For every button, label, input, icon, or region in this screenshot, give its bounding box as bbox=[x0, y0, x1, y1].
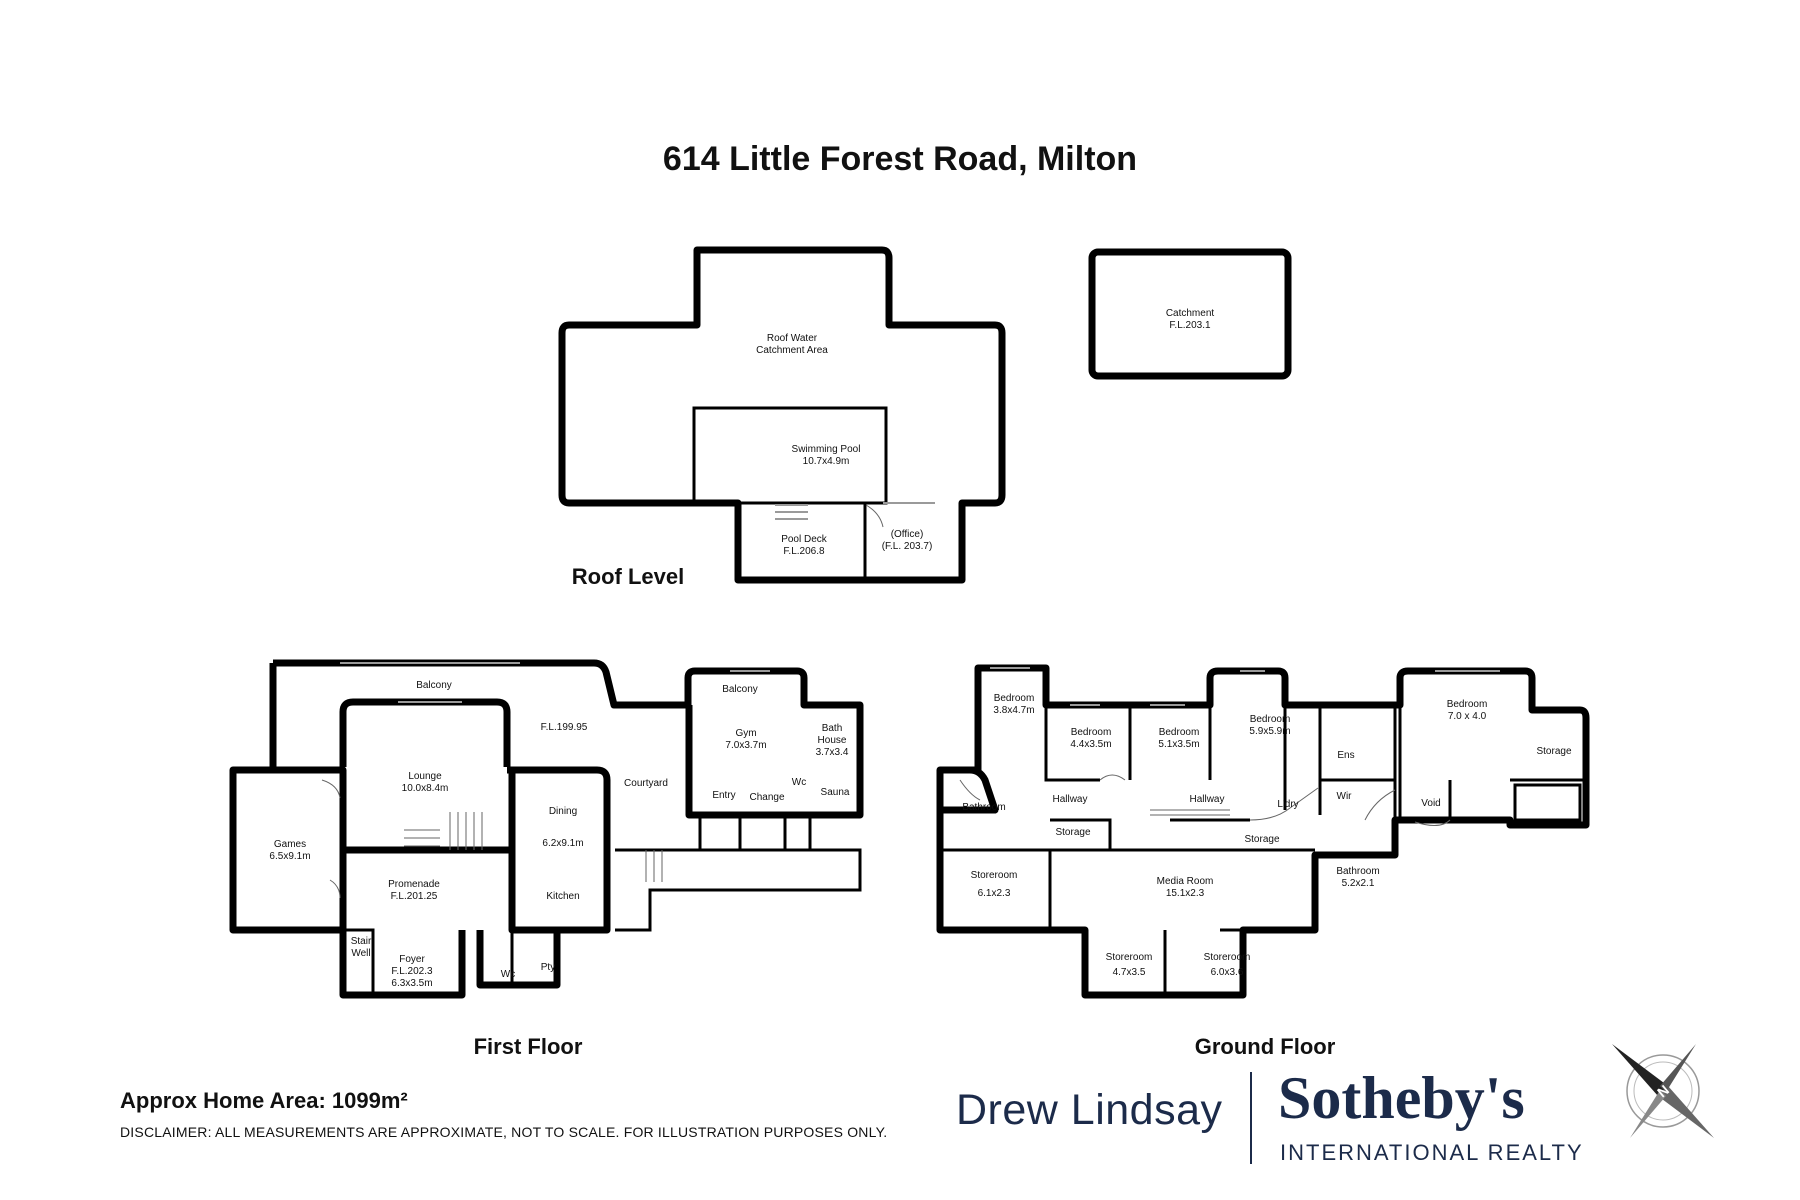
room-label: Bedroom bbox=[1447, 699, 1488, 710]
room-label: Catchment bbox=[1166, 308, 1215, 319]
room-label: Courtyard bbox=[624, 778, 668, 789]
roof-level-label: Roof Level bbox=[572, 564, 684, 589]
room-detail: (F.L. 203.7) bbox=[882, 541, 933, 552]
room-detail: 7.0x3.7m bbox=[725, 740, 766, 751]
room-label: (Office) bbox=[891, 529, 924, 540]
room-label: Wir bbox=[1337, 791, 1353, 802]
room-detail: 6.2x9.1m bbox=[542, 838, 583, 849]
room-label: Storage bbox=[1244, 834, 1279, 845]
first-floor-plan bbox=[229, 659, 864, 999]
room-label: Pool Deck bbox=[781, 534, 828, 545]
compass-rose-icon: N bbox=[1612, 1044, 1714, 1138]
room-label: F.L.199.95 bbox=[541, 722, 588, 733]
room-label: Bedroom bbox=[1071, 727, 1112, 738]
ground-floor-label: Ground Floor bbox=[1195, 1034, 1336, 1059]
brand-divider bbox=[1250, 1072, 1252, 1164]
first-floor-label: First Floor bbox=[474, 1034, 583, 1059]
room-label: Bedroom bbox=[1159, 727, 1200, 738]
brand-subtitle: INTERNATIONAL REALTY bbox=[1280, 1140, 1584, 1165]
roof-room-labels: Roof Water Catchment Area Swimming Pool … bbox=[572, 308, 1215, 589]
room-label: Bedroom bbox=[994, 693, 1035, 704]
room-detail: F.L.201.25 bbox=[391, 891, 438, 902]
room-label: Balcony bbox=[416, 680, 452, 691]
room-label: Gym bbox=[735, 728, 756, 739]
room-label: Wc bbox=[501, 969, 515, 980]
room-detail: 10.0x8.4m bbox=[402, 783, 449, 794]
room-label: Kitchen bbox=[546, 891, 579, 902]
room-detail: Well bbox=[351, 948, 370, 959]
room-label: Storage bbox=[1055, 827, 1090, 838]
room-detail: 4.4x3.5m bbox=[1070, 739, 1111, 750]
room-label: Foyer bbox=[399, 954, 425, 965]
room-detail: F.L.206.8 bbox=[783, 546, 825, 557]
room-label: Swimming Pool bbox=[792, 444, 861, 455]
room-label: Bathroom bbox=[962, 802, 1005, 813]
first-floor-room-labels: Balcony F.L.199.95 Balcony Lounge 10.0x8… bbox=[269, 680, 849, 1059]
room-label: Storeroom bbox=[1204, 952, 1251, 963]
room-label: Lounge bbox=[408, 771, 442, 782]
room-detail: F.L.202.3 bbox=[391, 966, 433, 977]
room-label: Void bbox=[1421, 798, 1440, 809]
room-label: Games bbox=[274, 839, 306, 850]
room-label: Media Room bbox=[1157, 876, 1214, 887]
page-title: 614 Little Forest Road, Milton bbox=[662, 140, 1138, 178]
room-detail: 4.7x3.5 bbox=[1113, 967, 1146, 978]
home-area: Approx Home Area: 1099m² bbox=[120, 1088, 408, 1113]
disclaimer: DISCLAIMER: ALL MEASUREMENTS ARE APPROXI… bbox=[120, 1124, 888, 1140]
room-label: Hallway bbox=[1189, 794, 1224, 805]
room-detail: 5.1x3.5m bbox=[1158, 739, 1199, 750]
room-label: Change bbox=[749, 792, 784, 803]
ground-floor-plan bbox=[936, 664, 1590, 999]
room-detail: 5.2x2.1 bbox=[1342, 878, 1375, 889]
room-detail: 7.0 x 4.0 bbox=[1448, 711, 1487, 722]
room-label: Storeroom bbox=[971, 870, 1018, 881]
room-label: Dining bbox=[549, 806, 577, 817]
room-label: Bath bbox=[822, 723, 843, 734]
room-detail: F.L.203.1 bbox=[1169, 320, 1211, 331]
ground-floor-room-labels: Bedroom 3.8x4.7m Bedroom 4.4x3.5m Bedroo… bbox=[962, 693, 1572, 1059]
room-label: Stair bbox=[351, 936, 372, 947]
room-detail: 5.9x5.9m bbox=[1249, 726, 1290, 737]
room-detail: 3.7x3.4 bbox=[816, 747, 849, 758]
brand-logo: Sotheby's bbox=[1278, 1065, 1525, 1131]
room-label: Wc bbox=[792, 777, 806, 788]
room-label: Storeroom bbox=[1106, 952, 1153, 963]
room-label: Ens bbox=[1337, 750, 1354, 761]
room-label: Sauna bbox=[821, 787, 850, 798]
room-detail: 10.7x4.9m bbox=[803, 456, 850, 467]
roof-level-plan bbox=[558, 246, 1292, 584]
room-detail: House bbox=[818, 735, 847, 746]
room-label: Entry bbox=[712, 790, 735, 801]
room-detail: Catchment Area bbox=[756, 345, 828, 356]
room-label: Hallway bbox=[1052, 794, 1087, 805]
room-detail: 3.8x4.7m bbox=[993, 705, 1034, 716]
room-label: Storage bbox=[1536, 746, 1571, 757]
room-detail: 6.5x9.1m bbox=[269, 851, 310, 862]
room-label: Balcony bbox=[722, 684, 758, 695]
room-detail: 6.0x3.6 bbox=[1211, 967, 1244, 978]
room-label: Pty bbox=[541, 962, 555, 973]
room-label: Promenade bbox=[388, 879, 440, 890]
agent-name: Drew Lindsay bbox=[956, 1086, 1223, 1134]
room-label: L'dry bbox=[1277, 799, 1298, 810]
room-label: Roof Water bbox=[767, 333, 818, 344]
room-detail: 6.3x3.5m bbox=[391, 978, 432, 989]
room-detail: 6.1x2.3 bbox=[978, 888, 1011, 899]
room-label: Bathroom bbox=[1336, 866, 1379, 877]
room-detail: 15.1x2.3 bbox=[1166, 888, 1205, 899]
room-label: Bedroom bbox=[1250, 714, 1291, 725]
